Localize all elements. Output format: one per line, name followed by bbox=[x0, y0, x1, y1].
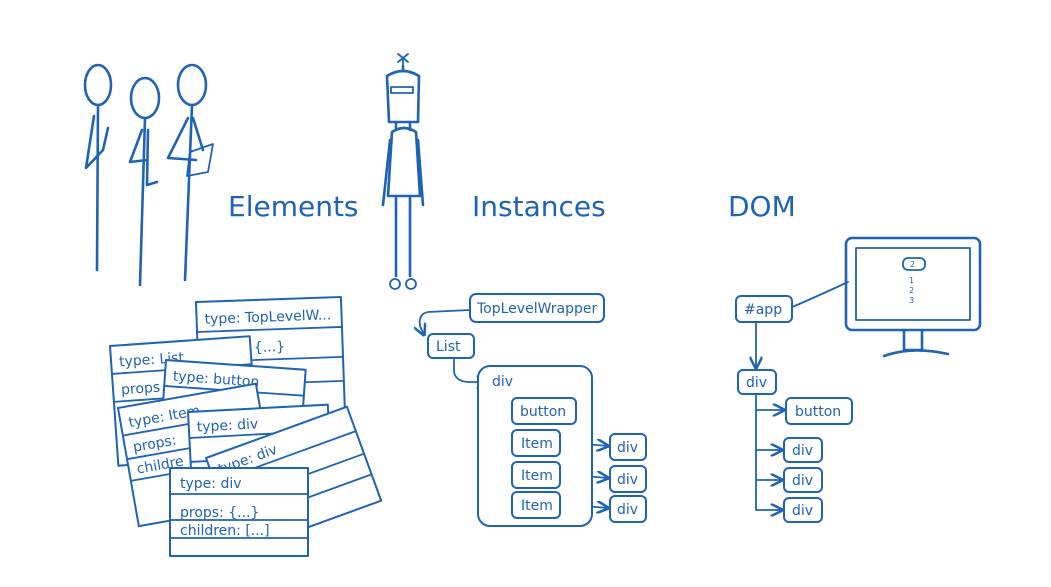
instance-node-item-div: div bbox=[609, 433, 647, 461]
card-props-label: props bbox=[121, 380, 161, 399]
svg-text:#app: #app bbox=[744, 302, 782, 318]
instance-node-top: TopLevelWrapper bbox=[469, 293, 605, 323]
instance-node-item: Item bbox=[511, 461, 561, 489]
svg-text:div: div bbox=[792, 473, 813, 489]
dom-heading: DOM bbox=[728, 190, 796, 223]
svg-text:List: List bbox=[436, 339, 461, 355]
monitor-badge: 2 bbox=[910, 260, 915, 269]
card-type-label: type: TopLevelW... bbox=[204, 307, 331, 327]
card-type-label: type: div bbox=[196, 416, 258, 435]
svg-text:div: div bbox=[492, 374, 513, 390]
svg-text:div: div bbox=[746, 375, 767, 391]
svg-text:div: div bbox=[617, 502, 638, 518]
element-card: type: div props: {...} children: [...] bbox=[169, 467, 309, 557]
instance-node-item-div: div bbox=[609, 465, 647, 493]
paper-icon bbox=[186, 143, 214, 177]
dom-node-div-child: div bbox=[783, 467, 823, 493]
instances-heading: Instances bbox=[472, 190, 606, 223]
instance-node-item-div: div bbox=[609, 495, 647, 523]
svg-text:TopLevelWrapper: TopLevelWrapper bbox=[476, 301, 598, 317]
robot-figure-illustration bbox=[381, 53, 425, 290]
svg-text:div: div bbox=[617, 472, 638, 488]
monitor-icon: 2 1 2 3 bbox=[789, 236, 982, 358]
svg-text:div: div bbox=[617, 440, 638, 456]
dom-node-div: div bbox=[737, 369, 777, 395]
dom-node-app: #app bbox=[735, 295, 793, 323]
card-type-label: type: div bbox=[180, 476, 242, 492]
monitor-list-item: 2 bbox=[909, 286, 914, 295]
card-type-label: type: button bbox=[172, 369, 260, 391]
instance-node-list: List bbox=[427, 333, 475, 359]
instances-tree: TopLevelWrapper List div button Item Ite… bbox=[420, 293, 647, 527]
monitor-list-item: 1 bbox=[909, 276, 914, 285]
card-children-label: children: [...] bbox=[180, 523, 270, 539]
stick-figure-1 bbox=[83, 63, 113, 272]
dom-node-div-child: div bbox=[783, 497, 823, 523]
stick-figure-2 bbox=[128, 76, 161, 287]
element-cards-pile: type: TopLevelW... props: {...} type: Li… bbox=[109, 295, 383, 557]
instance-node-item: Item bbox=[511, 429, 561, 457]
instance-node-button: button bbox=[511, 397, 577, 425]
monitor-list-item: 3 bbox=[909, 296, 914, 305]
card-props-label: props: bbox=[132, 432, 178, 455]
dom-node-div-child: div bbox=[783, 437, 823, 463]
svg-text:div: div bbox=[792, 503, 813, 519]
svg-text:Item: Item bbox=[521, 436, 553, 452]
stick-figure-3 bbox=[166, 63, 214, 282]
svg-text:button: button bbox=[795, 404, 841, 420]
dom-tree: 2 1 2 3 #app div button div di bbox=[735, 236, 982, 523]
elements-heading: Elements bbox=[228, 190, 359, 223]
svg-text:div: div bbox=[792, 443, 813, 459]
dom-node-button: button bbox=[785, 397, 853, 425]
instance-node-item: Item bbox=[511, 491, 561, 519]
svg-text:Item: Item bbox=[521, 498, 553, 514]
svg-text:button: button bbox=[520, 404, 566, 420]
antenna-icon bbox=[397, 53, 409, 67]
svg-text:Item: Item bbox=[521, 468, 553, 484]
people-figures-illustration bbox=[83, 63, 214, 287]
card-props-label: props: {...} bbox=[180, 505, 259, 521]
